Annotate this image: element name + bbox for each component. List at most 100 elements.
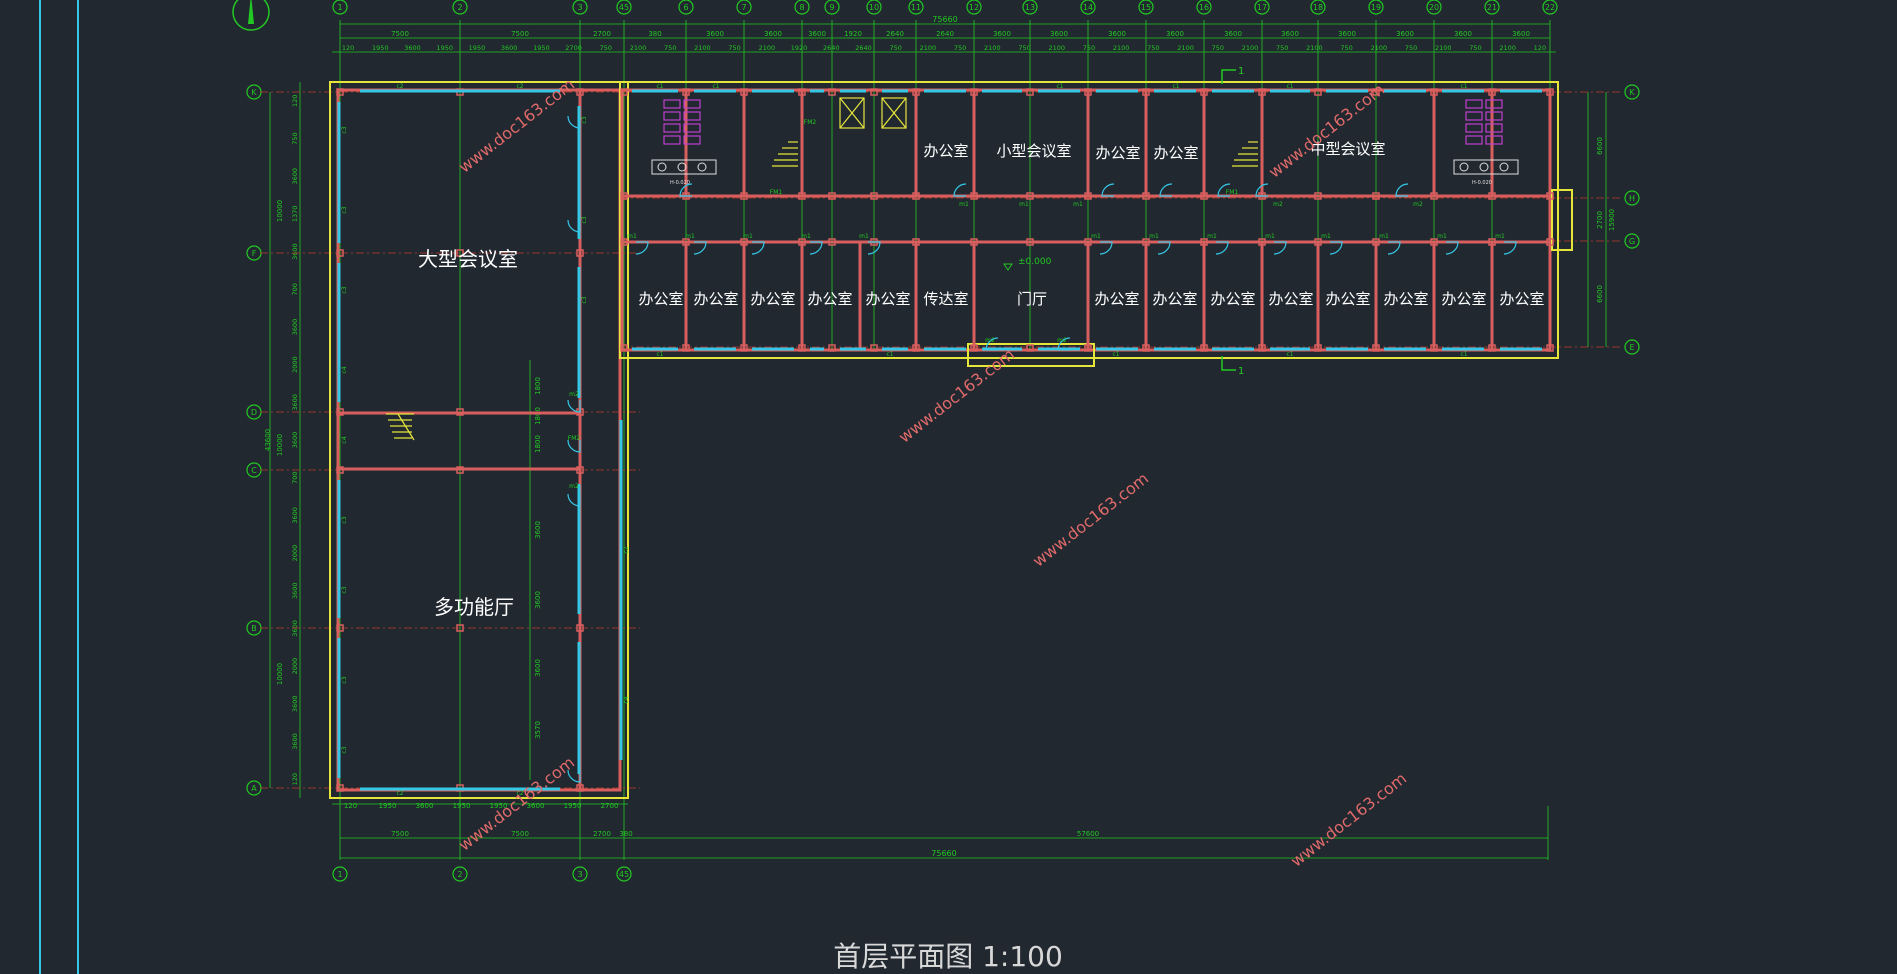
- dim-top-row3: 750: [1276, 44, 1288, 52]
- grid-bubble-top-label: 12: [969, 3, 979, 12]
- column: [798, 238, 806, 246]
- door-swing-south: [1445, 241, 1459, 255]
- room-office-south: 办公室: [750, 290, 795, 308]
- column: [740, 192, 748, 200]
- grid-bubble-top-label: 16: [1199, 3, 1209, 12]
- column: [576, 624, 584, 632]
- column: [870, 344, 878, 352]
- column: [682, 88, 690, 96]
- grid-bubble-top-label: 20: [1429, 3, 1439, 12]
- column: [1430, 88, 1438, 96]
- dim-top-row3: 1950: [469, 44, 486, 52]
- level-mark: ±0.000: [1018, 257, 1052, 267]
- room-medium-meeting: 中型会议室: [1310, 140, 1385, 158]
- dim-top-row2: 7500: [511, 30, 529, 38]
- wash-basin: [697, 162, 707, 172]
- dim-top-row2: 3600: [1512, 30, 1530, 38]
- column: [740, 344, 748, 352]
- column: [620, 238, 628, 246]
- dim-bottom-row: 1950: [453, 802, 471, 810]
- door-tag: m1: [1495, 233, 1505, 240]
- grid-bubble-top-label: 1: [337, 3, 342, 12]
- column: [1488, 192, 1496, 200]
- dim-left-outer: 10000: [276, 663, 284, 685]
- toilet-stall: [1465, 111, 1483, 121]
- grid-bubble-top-label: 21: [1487, 3, 1497, 12]
- door-tag: m1: [1149, 233, 1159, 240]
- window-tag: c1: [886, 351, 893, 358]
- room-office-south: 办公室: [693, 290, 738, 308]
- column: [1200, 344, 1208, 352]
- east-entrance-porch: [1551, 189, 1573, 251]
- grid-bubble-top: [616, 0, 632, 15]
- column: [1258, 88, 1266, 96]
- dim-left-inner: 3600: [291, 582, 299, 599]
- column: [740, 88, 748, 96]
- column: [870, 192, 878, 200]
- column: [1142, 238, 1150, 246]
- dim-top-row3: 120: [1534, 44, 1546, 52]
- door-swing-north: [1255, 183, 1269, 197]
- column: [828, 344, 836, 352]
- window-tag: c3: [581, 296, 588, 303]
- column: [1084, 192, 1092, 200]
- dim-top-row3: 1950: [533, 44, 550, 52]
- grid-bubble-left-label: C: [251, 466, 257, 475]
- dim-top-row3: 2100: [1242, 44, 1259, 52]
- section-mark-bottom-label: 1: [1238, 366, 1244, 377]
- room-office-south: 办公室: [1499, 290, 1544, 308]
- door-swing-west: [567, 769, 581, 783]
- grid-bubble-bottom: [572, 866, 588, 882]
- column: [1026, 192, 1034, 200]
- toilet-stall: [1465, 99, 1483, 109]
- column: [970, 344, 978, 352]
- door-swing-south: [1157, 241, 1171, 255]
- dim-bottom-row2: 380: [619, 830, 632, 838]
- dim-left-inner: 2000: [291, 545, 299, 562]
- grid-bubble-top: [908, 0, 924, 15]
- grid-bubble-left-label: D: [251, 408, 257, 417]
- dim-top-row2: 3600: [1281, 30, 1299, 38]
- dim-bottom-row2: 57600: [1077, 830, 1099, 838]
- grid-bubble-top: [572, 0, 588, 15]
- grid-bubble-top-label: 6: [683, 3, 688, 12]
- column: [1314, 88, 1322, 96]
- dim-left-inner: 3600: [291, 168, 299, 185]
- toilet-fixtures-east-icon: H-0.020: [1453, 99, 1519, 186]
- dim-left-inner: 3600: [291, 733, 299, 750]
- door-tag: m2: [1057, 337, 1067, 344]
- dim-bottom-row: 3600: [416, 802, 434, 810]
- wash-basin-counter: [651, 159, 717, 175]
- door-tag: FM2: [804, 119, 817, 126]
- dim-left-inner: 3600: [291, 620, 299, 637]
- door-tag: m1: [627, 233, 637, 240]
- dim-bottom-row2: 7500: [391, 830, 409, 838]
- dim-left-inner: 3600: [291, 432, 299, 449]
- wash-basin: [1459, 162, 1469, 172]
- column: [336, 408, 344, 416]
- door-tag: m1: [801, 233, 811, 240]
- door-swing-south: [1215, 241, 1229, 255]
- dim-top-row3: 750: [1405, 44, 1417, 52]
- toilet-stall: [683, 123, 701, 133]
- grid-bubble-top: [794, 0, 810, 15]
- column: [1546, 238, 1554, 246]
- column: [912, 88, 920, 96]
- grid-bubble-top: [1426, 0, 1442, 15]
- grid-bubble-left-label: B: [251, 624, 257, 633]
- column: [1314, 238, 1322, 246]
- door-tag: m1: [1379, 233, 1389, 240]
- dim-top-row3: 2100: [1435, 44, 1452, 52]
- door-tag: m1: [1091, 233, 1101, 240]
- grid-bubble-top-label: 11: [911, 3, 921, 12]
- window-tag: c2: [516, 83, 523, 90]
- toilet-stall: [663, 111, 681, 121]
- dim-left-inner: 700: [291, 283, 299, 295]
- door-tag: m2: [569, 483, 579, 490]
- column: [1488, 88, 1496, 96]
- dim-left-inner: 2000: [291, 356, 299, 373]
- dim-corridor: 3600: [534, 659, 542, 677]
- window-tag: c1: [1286, 351, 1293, 358]
- door-swing-south: [809, 241, 823, 255]
- dim-top-row3: 2100: [1499, 44, 1516, 52]
